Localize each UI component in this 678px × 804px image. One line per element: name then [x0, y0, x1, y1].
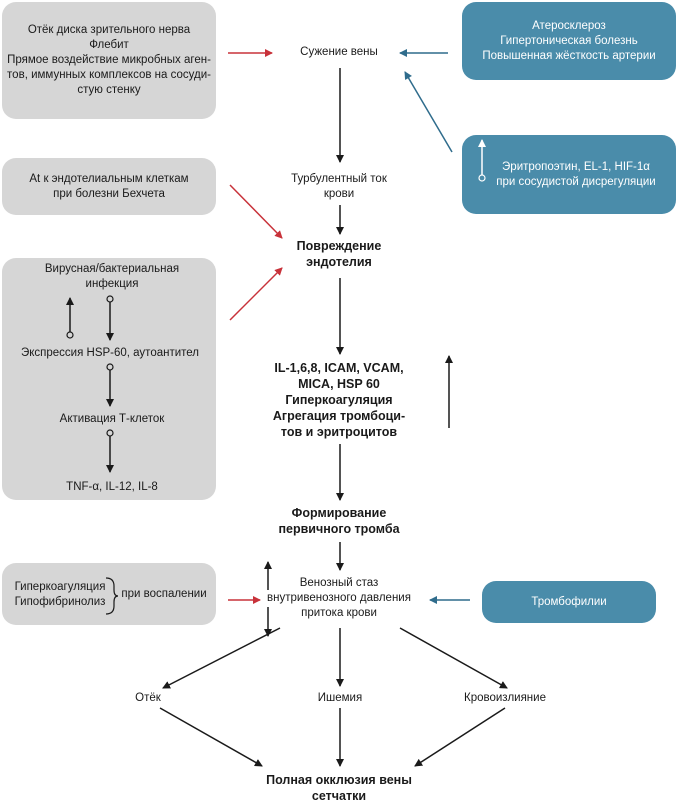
turbulent-flow-label: Турбулентный ток крови: [291, 173, 387, 200]
markers-label: IL-1,6,8, ICAM, VCAM, MICA, HSP 60 Гипер…: [272, 361, 406, 439]
arrow-stasis-to-edema: [162, 627, 281, 689]
cytokines-label: TNF-α, IL-12, IL-8: [66, 481, 158, 493]
blue-arrow-epo-to-narrowing: [404, 71, 453, 153]
arrow-stasis-to-hemorrhage: [399, 627, 508, 689]
arrow-edema-to-occlusion: [159, 707, 263, 767]
cause-text-behcet: At к эндотелиальным клеткам при болезни …: [29, 172, 189, 200]
red-arrow-behcet-to-damage: [229, 184, 283, 239]
arrow-hsp-to-tcell-base: [106, 363, 114, 371]
arrow-hemorrhage-to-occlusion: [414, 707, 506, 767]
hemorrhage-label: Кровоизлияние: [464, 692, 546, 704]
cause-box-inflammation: [2, 563, 216, 625]
arrow-hsp-to-infection-base: [66, 331, 74, 339]
arrow-tcell-to-cytokines-base: [106, 429, 114, 437]
risk-box-atherosclerosis: Атеросклероз Гипертоническая болезнь Пов…: [462, 2, 676, 80]
venous-stasis-label: Венозный стаз внутривенозного давления п…: [267, 577, 411, 619]
risk-text-erythropoietin: Эритропоэтин, EL-1, HIF-1α при сосудисто…: [496, 160, 656, 188]
cause-box-optic-disc: Отёк диска зрительного нерва Флебит Прям…: [2, 2, 216, 119]
cause-box-behcet: At к эндотелиальным клеткам при болезни …: [2, 158, 216, 215]
tcell-label: Активация Т-клеток: [59, 413, 165, 425]
primary-thrombus-label: Формирование первичного тромба: [278, 506, 400, 536]
inflammation-bracket: [105, 577, 119, 615]
risk-box-erythropoietin: Эритропоэтин, EL-1, HIF-1α при сосудисто…: [462, 135, 676, 214]
endothelium-damage-label: Повреждение эндотелия: [296, 239, 382, 269]
cause-text-optic-disc: Отёк диска зрительного нерва Флебит Прям…: [7, 24, 211, 96]
narrowing-label: Сужение вены: [300, 46, 378, 58]
hsp-label: Экспрессия HSP-60, аутоантител: [20, 347, 200, 359]
infection-label: Вирусная/бактериальная инфекция: [44, 263, 180, 290]
inflammation-note-label: при воспалении: [121, 588, 207, 600]
up-arrow-erythropoietin-base: [478, 174, 486, 182]
risk-text-atherosclerosis: Атеросклероз Гипертоническая болезнь Пов…: [482, 19, 656, 62]
coagulation-items-label: Гиперкоагуляция Гипофибринолиз: [14, 581, 106, 608]
risk-text-thrombophilia: Тромбофилии: [531, 595, 607, 608]
edema-label: Отёк: [135, 692, 161, 704]
arrow-infection-to-hsp-base: [106, 295, 114, 303]
ischemia-label: Ишемия: [317, 692, 363, 704]
risk-box-thrombophilia: Тромбофилии: [482, 581, 656, 623]
red-arrow-infection-to-damage: [229, 267, 283, 321]
